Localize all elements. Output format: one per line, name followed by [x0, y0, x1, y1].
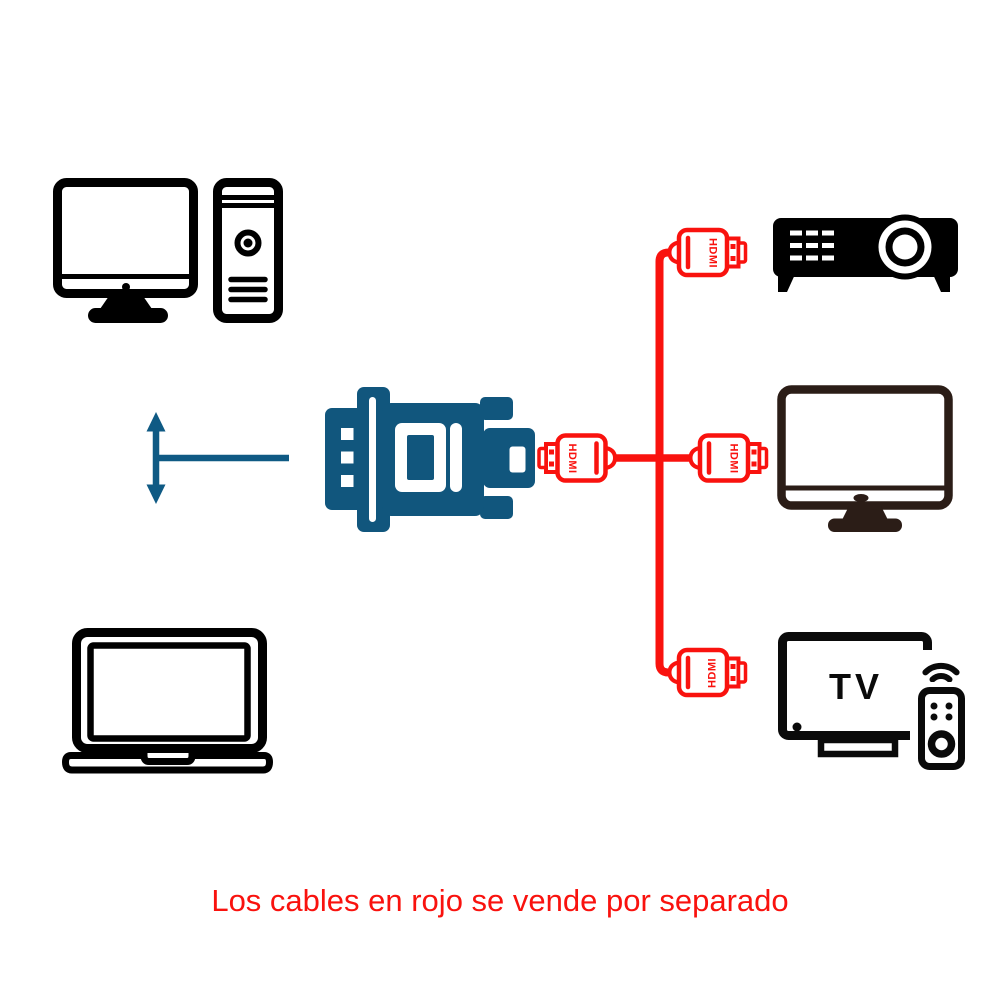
tv-with-remote-icon: TV — [778, 632, 974, 776]
remote-signal-icon — [922, 662, 960, 676]
desktop-monitor-stand — [100, 296, 152, 309]
desktop-monitor-screen — [53, 178, 198, 298]
desktop-monitor-logo-dot — [122, 283, 130, 291]
adapter-screw-post-bottom — [480, 496, 513, 519]
hdmi-label: HDMI — [707, 238, 719, 268]
hdmi-connector-to-tv: HDMI — [670, 650, 746, 695]
desktop-computer-icon — [53, 178, 283, 323]
arrow-down-head — [146, 484, 166, 504]
monitor-stand — [841, 506, 889, 522]
adapter-screw-post-top — [480, 397, 513, 420]
caption: Los cables en rojo se vende por separado — [211, 883, 789, 918]
hdmi-label: HDMI — [728, 443, 740, 473]
cable-trunk — [655, 248, 671, 677]
hdmi-connector-to-monitor: HDMI — [691, 436, 767, 481]
tv-label: TV — [829, 666, 883, 707]
vga-to-hdmi-adapter-icon — [325, 387, 535, 532]
tv-stand — [817, 736, 899, 758]
hdmi-label: HDMI — [707, 658, 719, 688]
projector-icon — [773, 214, 958, 292]
monitor-icon — [777, 385, 953, 532]
remote-ok-button — [927, 730, 956, 758]
hdmi-label: HDMI — [566, 443, 578, 473]
bidirectional-arrow-icon — [146, 412, 289, 504]
arrow-up-head — [146, 412, 166, 432]
hdmi-cable-runs — [611, 248, 692, 677]
monitor-logo-dot — [853, 494, 869, 502]
hdmi-connector-to-projector: HDMI — [670, 230, 746, 275]
laptop-screen — [87, 642, 251, 742]
monitor-screen — [777, 385, 953, 510]
laptop-base — [61, 752, 274, 774]
tv-power-dot — [792, 722, 802, 732]
hdmi-connector-from-adapter: HDMI — [539, 436, 615, 481]
adapter-hdmi-port-opening — [509, 446, 526, 473]
laptop-icon — [61, 628, 274, 774]
adapter-hdmi-socket — [483, 428, 535, 488]
